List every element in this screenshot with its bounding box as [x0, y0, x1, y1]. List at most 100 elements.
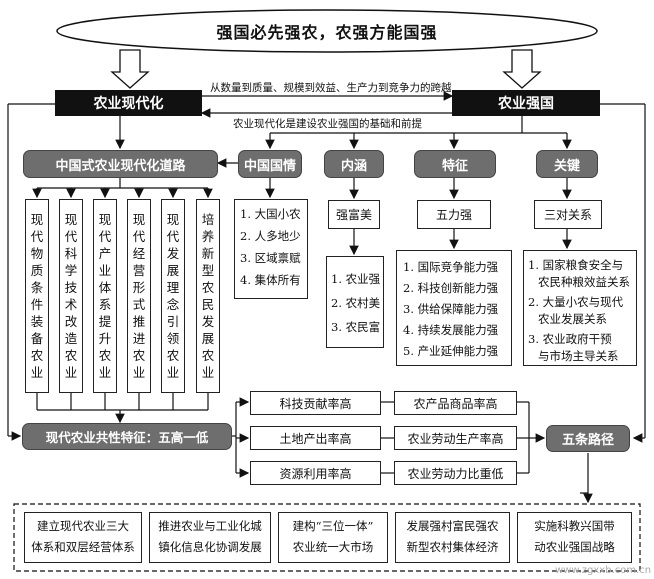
column-char: 业: [201, 365, 215, 380]
column-char: 技: [64, 280, 78, 295]
column-char: 发: [201, 314, 215, 329]
features-box: 特征: [414, 150, 496, 178]
conditions-item: 4. 集体所有: [240, 273, 301, 287]
bottom-path-5-line-2: 动农业强国战略: [534, 540, 615, 554]
path-column-3: 现代产业体系提升农业: [93, 199, 117, 393]
connotation-item: 1. 农业强: [331, 272, 381, 286]
bottom-path-3-line-1: 建构“三位一体”: [292, 519, 374, 533]
column-char: 进: [132, 331, 146, 346]
column-char: 代: [98, 229, 112, 244]
column-char: 现: [98, 212, 112, 227]
column-char: 科: [64, 246, 78, 261]
column-char: 农: [64, 348, 78, 363]
commodity-rate-box: 农产品商品率高: [394, 391, 517, 415]
connotation-list: 1. 农业强 2. 农村美 3. 农民富: [326, 256, 384, 348]
page-title: 强国必先强农，农强方能国强: [216, 23, 438, 42]
title-ellipse: [56, 9, 598, 53]
arrow-text-top: 从数量到质量、规模到效益、生产力到竞争力的跨越: [210, 82, 452, 94]
tech-contribution-box: 科技贡献率高: [250, 391, 381, 415]
bottom-path-1: 建立现代农业三大 体系和双层经营体系: [24, 512, 142, 563]
bottom-path-2-line-1: 推进农业与工业化城: [158, 519, 262, 533]
column-char: 代: [166, 229, 180, 244]
path-column-6: 培养新型农民发展农业: [196, 199, 220, 393]
path-column-2: 现代科学技术改造农业: [59, 199, 83, 393]
column-char: 农: [166, 348, 180, 363]
column-char: 展: [201, 331, 215, 346]
bottom-path-4-line-1: 发展强村富民强农: [406, 519, 499, 533]
conditions-item: 1. 大国小农: [240, 207, 301, 221]
key-item: 1. 国家粮食安全与: [528, 258, 624, 272]
column-char: 现: [30, 212, 44, 227]
key-list: 1. 国家粮食安全与 农民种粮效益关系 2. 大量小农与现代 农业发展关系 3.…: [523, 250, 637, 366]
column-char: 农: [201, 280, 215, 295]
connotation-item: 3. 农民富: [331, 320, 381, 334]
labor-share-box: 农业劳动力比重低: [394, 461, 517, 485]
column-char: 改: [64, 314, 78, 329]
column-char: 代: [30, 229, 44, 244]
column-char: 条: [30, 280, 44, 295]
column-char: 营: [132, 263, 146, 278]
features-item: 5. 产业延伸能力强: [403, 344, 499, 358]
column-char: 装: [30, 314, 44, 329]
column-char: 经: [132, 246, 146, 261]
column-char: 念: [166, 297, 180, 312]
features-list: 1. 国际竞争能力强 2. 科技创新能力强 3. 供给保障能力强 4. 持续发展…: [396, 250, 512, 366]
column-char: 发: [166, 246, 180, 261]
features-item: 3. 供给保障能力强: [403, 302, 499, 316]
column-char: 学: [64, 263, 78, 278]
column-char: 农: [30, 348, 44, 363]
connotation-sub-box: 强富美: [328, 200, 380, 229]
column-char: 产: [98, 246, 112, 261]
column-char: 业: [98, 263, 112, 278]
column-char: 型: [201, 263, 215, 278]
column-char: 式: [132, 297, 146, 312]
column-char: 造: [64, 331, 78, 346]
bottom-path-5: 实施科教兴国带 动农业强国战略: [517, 512, 632, 563]
column-char: 业: [132, 365, 146, 380]
bottom-path-3-line-2: 农业统一大市场: [292, 540, 374, 554]
key-item: 农民种粮效益关系: [538, 274, 630, 289]
bottom-path-1-line-2: 体系和双层经营体系: [31, 540, 135, 554]
conditions-list: 1. 大国小农 2. 人多地少 3. 区域禀赋 4. 集体所有: [234, 199, 308, 299]
column-char: 件: [30, 297, 44, 312]
agri-power-box: 农业强国: [452, 90, 600, 116]
key-sub-box: 三对关系: [534, 200, 602, 229]
column-char: 养: [201, 229, 215, 244]
key-item: 农业发展关系: [538, 311, 607, 326]
path-column-4: 现代经营形式推进农业: [127, 199, 151, 393]
connotation-item: 2. 农村美: [331, 296, 381, 310]
column-char: 代: [132, 229, 146, 244]
column-char: 现: [64, 212, 78, 227]
five-paths-box: 五条路径: [546, 425, 630, 452]
agri-modernization-box: 农业现代化: [55, 90, 202, 116]
column-char: 农: [98, 348, 112, 363]
path-column-5: 现代发展理念引领农业: [161, 199, 185, 393]
bottom-dashed-frame: [13, 503, 641, 572]
column-char: 术: [64, 297, 78, 312]
column-char: 质: [30, 263, 44, 278]
chinese-path-box: 中国式农业现代化道路: [23, 150, 218, 178]
column-char: 系: [98, 297, 112, 312]
column-char: 现: [132, 212, 146, 227]
bottom-path-4-line-2: 新型农村集体经济: [406, 540, 499, 554]
column-char: 业: [64, 365, 78, 380]
hollow-arrow-right: [502, 49, 542, 89]
column-char: 形: [132, 280, 146, 295]
column-char: 业: [30, 365, 44, 380]
key-item: 与市场主导关系: [538, 348, 619, 363]
land-output-box: 土地产出率高: [250, 426, 381, 450]
path-column-1: 现代物质条件装备农业: [25, 199, 49, 393]
column-char: 引: [166, 314, 180, 329]
column-char: 农: [132, 348, 146, 363]
column-char: 新: [201, 246, 215, 261]
column-char: 农: [201, 348, 215, 363]
conditions-item: 3. 区域禀赋: [240, 251, 301, 265]
column-char: 理: [166, 280, 180, 295]
column-char: 培: [201, 212, 215, 227]
features-item: 1. 国际竞争能力强: [403, 260, 499, 274]
column-char: 民: [201, 297, 215, 312]
column-char: 业: [98, 365, 112, 380]
bottom-path-3: 建构“三位一体” 农业统一大市场: [278, 512, 388, 563]
watermark: www.zgxxb.com.cn: [555, 565, 652, 576]
common-features-box: 现代农业共性特征：五高一低: [22, 423, 232, 450]
